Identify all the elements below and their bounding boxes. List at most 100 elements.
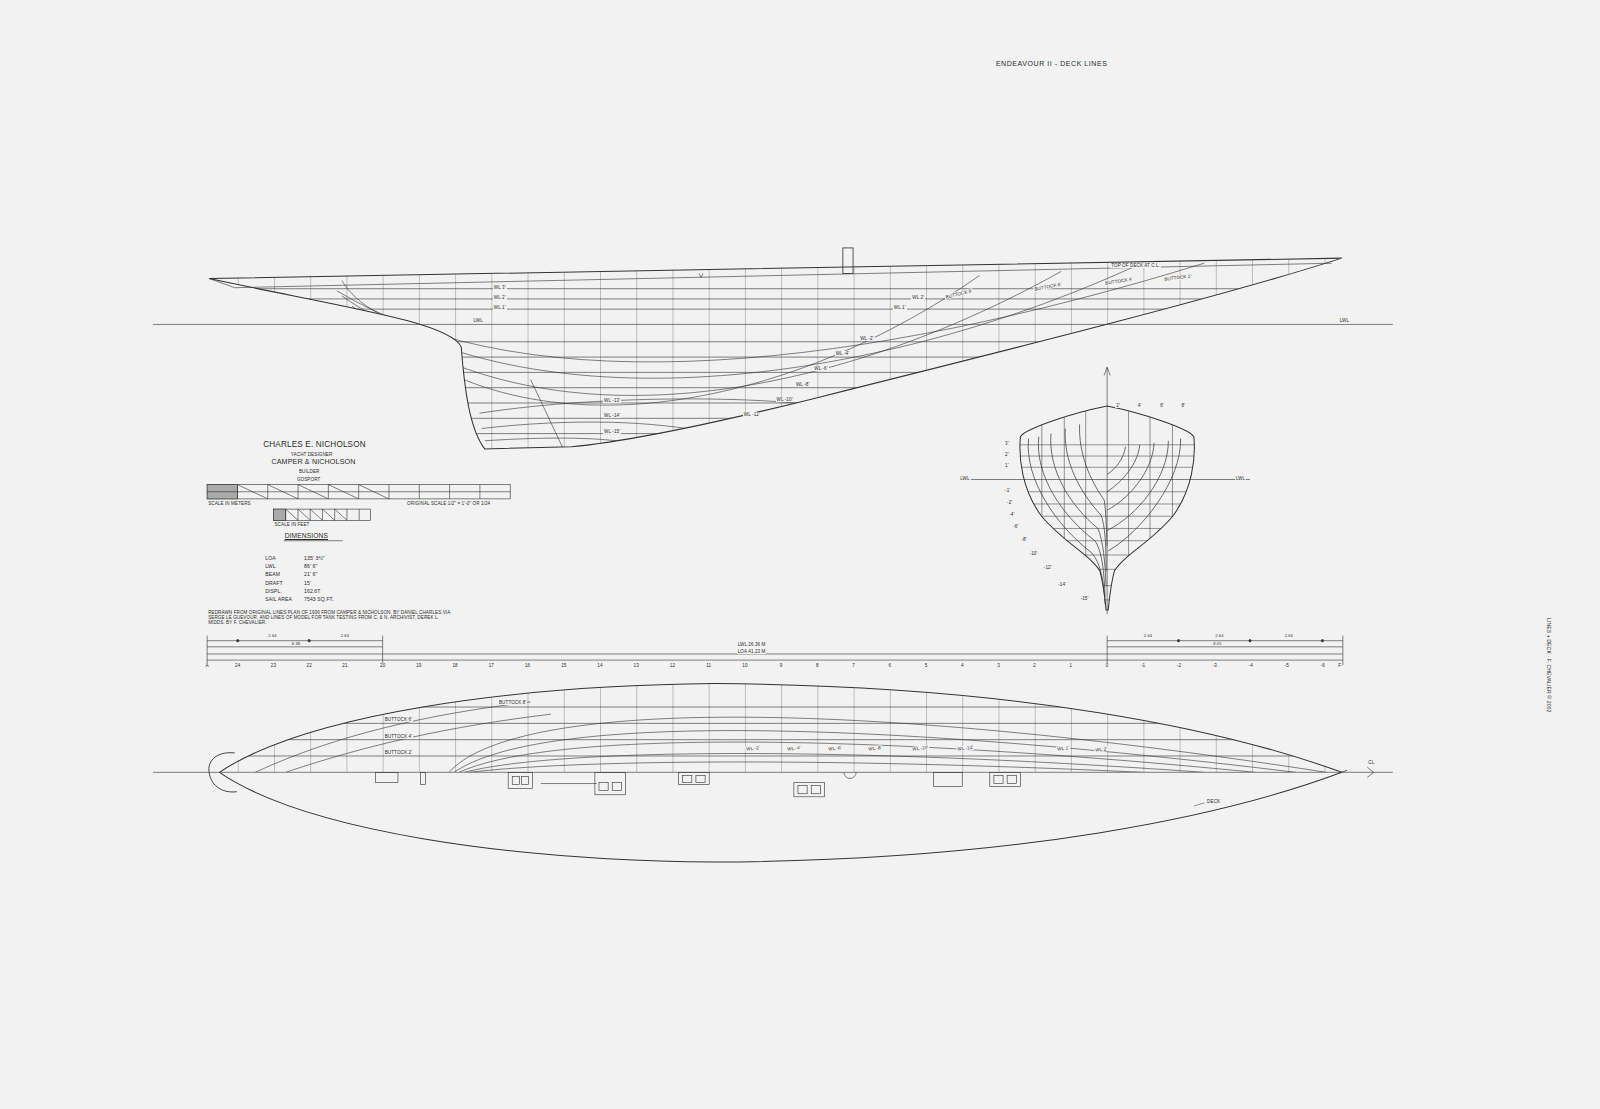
station-number: -6 xyxy=(1320,663,1326,668)
station-number: 16 xyxy=(524,663,531,668)
station-number: F xyxy=(1337,663,1342,668)
drawing-label: BUTTOCK 8' xyxy=(944,288,974,300)
station-number: 11 xyxy=(705,663,712,668)
drawing-label: WL -8' xyxy=(867,745,883,752)
station-number: 6 xyxy=(887,663,892,668)
station-number: 1 xyxy=(1069,663,1074,668)
drawing-label: BUTTOCK 4' xyxy=(384,734,413,739)
drawing-label: LWL xyxy=(1339,318,1350,323)
station-number: 14 xyxy=(596,663,603,668)
station-number: 23 xyxy=(270,663,277,668)
station-number: 4 xyxy=(960,663,965,668)
drawing-label: BUILDER xyxy=(298,469,321,474)
drawing-label: LOA 41.23 M xyxy=(737,649,767,654)
drawing-label: BUTTOCK 6' xyxy=(1033,281,1063,292)
drawing-label: -6' xyxy=(1012,524,1019,529)
drawing-label: -2' xyxy=(1006,500,1013,505)
drawing-label: WL -14' xyxy=(603,413,621,418)
drawing-label: BUTTOCK 6' xyxy=(384,717,413,722)
drawing-label: 6' xyxy=(1159,403,1165,408)
drawing-label: -10' xyxy=(1029,551,1039,556)
drawing-label: GOSPORT xyxy=(296,477,321,482)
station-number: 22 xyxy=(306,663,313,668)
drawing-label: LWL xyxy=(959,476,970,481)
drawing-label: TOP OF DECK AT C.L. xyxy=(1110,263,1161,268)
drawing-label: CL xyxy=(1367,760,1375,765)
drawing-label: 6.38 xyxy=(291,642,301,646)
station-number: 24 xyxy=(234,663,241,668)
station-number: 8 xyxy=(815,663,820,668)
drawing-label: WL -6' xyxy=(813,366,828,371)
drawing-label: 2.64 xyxy=(340,634,350,638)
station-number: 2 xyxy=(1032,663,1037,668)
drawing-label: LWL xyxy=(472,318,483,323)
drawing-label: -8' xyxy=(1020,537,1027,542)
drawing-label: 2.64 xyxy=(1214,634,1224,638)
station-number: 3 xyxy=(996,663,1001,668)
drawing-label: REDRAWN FROM ORIGINAL LINES PLAN OF 1936… xyxy=(207,610,454,625)
station-number: 5 xyxy=(924,663,929,668)
drawing-label: DECK xyxy=(1206,799,1221,804)
drawing-label: WL 1' xyxy=(1056,745,1070,752)
station-number: -1 xyxy=(1140,663,1146,668)
drawing-label: 15' xyxy=(303,581,312,587)
drawing-label: LWL xyxy=(1235,476,1246,481)
drawing-label: WL -4' xyxy=(786,745,802,752)
drawing-label: DIMENSIONS xyxy=(284,532,329,539)
drawing-label: LOA xyxy=(264,556,277,562)
station-number: 20 xyxy=(379,663,386,668)
drawing-label: 2' xyxy=(1004,452,1010,457)
drawing-title: ENDEAVOUR II - DECK LINES xyxy=(995,60,1109,67)
station-number: 13 xyxy=(633,663,640,668)
drawing-label: 8' xyxy=(1181,403,1187,408)
drawing-label: BEAM xyxy=(264,572,281,578)
station-number: 19 xyxy=(415,663,422,668)
drawing-label: WL -2' xyxy=(859,336,874,341)
drawing-label: WL -12' xyxy=(956,744,975,752)
drawing-label: 4' xyxy=(1137,403,1143,408)
drawing-label: DISPL. xyxy=(264,589,283,595)
drawing-label: BUTTOCK 2' xyxy=(384,750,413,755)
drawing-label: WL -8' xyxy=(795,382,810,387)
station-number: 9 xyxy=(779,663,784,668)
drawing-label: WL -13' xyxy=(603,398,621,403)
drawing-label: 2.64 xyxy=(1143,634,1153,638)
drawing-label: 135' 3½" xyxy=(303,556,326,562)
drawing-label: WL -6' xyxy=(827,745,843,752)
drawing-label: 21' 6" xyxy=(303,572,318,578)
drawing-label: 7543 SQ.FT. xyxy=(303,597,335,603)
drawing-label: YACHT DESIGNER xyxy=(290,452,334,457)
drawing-label: WL 1' xyxy=(493,305,507,310)
drawing-label: WL 2' xyxy=(493,295,507,300)
drawing-label: BUTTOCK 2' xyxy=(1163,273,1193,282)
drawing-label: WL -4' xyxy=(835,351,850,356)
station-number: 12 xyxy=(669,663,676,668)
drawing-label: 162.6T xyxy=(303,589,321,595)
drawing-label: WL 1' xyxy=(893,305,907,310)
drawing-label: -4' xyxy=(1008,512,1015,517)
station-number: -4 xyxy=(1248,663,1254,668)
drawing-label: DRAFT xyxy=(264,581,284,587)
drawing-label: 1' xyxy=(1004,463,1010,468)
drawing-label: WL 3' xyxy=(493,285,507,290)
station-number: 7 xyxy=(851,663,856,668)
drawing-label: 86' 6" xyxy=(303,564,318,570)
drawing-label: WL -15' xyxy=(603,429,621,434)
drawing-label: -15' xyxy=(1080,596,1090,601)
drawing-label: CHARLES E. NICHOLSON xyxy=(262,441,367,450)
drawing-label: SCALE IN METERS xyxy=(207,501,252,506)
drawing-label: 3' xyxy=(1004,441,1010,446)
drawing-label: 2.64 xyxy=(267,634,277,638)
station-number: -2 xyxy=(1176,663,1182,668)
drawing-label: -1' xyxy=(1004,488,1011,493)
drawing-label: CAMPER & NICHOLSON xyxy=(270,459,356,467)
drawing-label: SAIL AREA xyxy=(264,597,293,603)
station-number: 0 xyxy=(1105,663,1110,668)
station-number: -3 xyxy=(1212,663,1218,668)
drawing-label: 2' xyxy=(1115,403,1121,408)
drawing-label: WL -2' xyxy=(745,745,761,752)
drawing-label: WL 2' xyxy=(1094,746,1108,753)
drawing-label: 2.64 xyxy=(1284,634,1294,638)
drawing-label: WL -10' xyxy=(776,397,794,402)
